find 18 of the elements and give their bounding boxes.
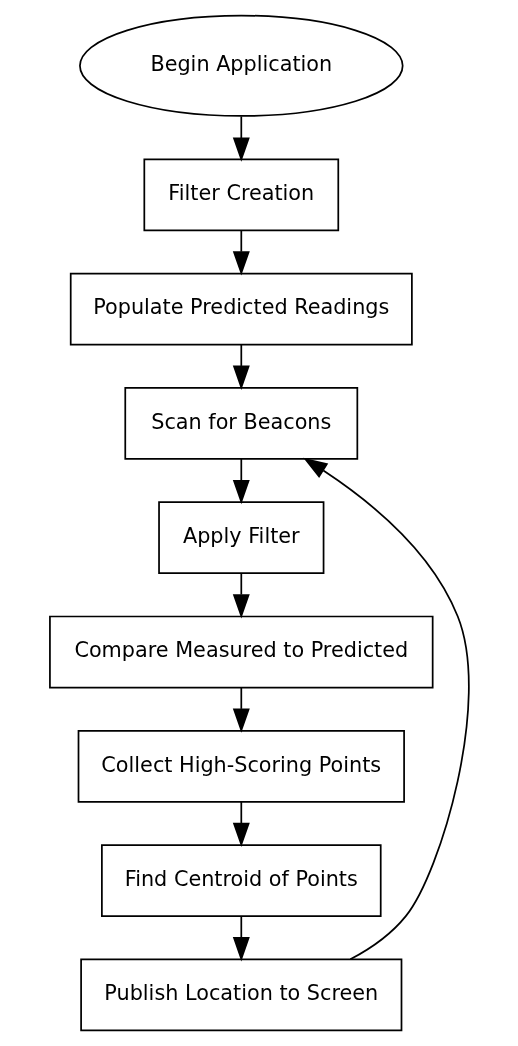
arrow	[302, 457, 470, 961]
arrow	[232, 801, 250, 848]
arrow	[232, 343, 250, 390]
node-box: Filter Creation	[142, 158, 339, 232]
node-box: Scan for Beacons	[123, 387, 358, 460]
node-box: Apply Filter	[157, 501, 324, 575]
node-ellipse: Begin Application	[78, 14, 404, 117]
arrow	[232, 458, 250, 505]
arrow	[232, 572, 250, 619]
node-box: Populate Predicted Readings	[69, 272, 413, 346]
arrow	[232, 115, 250, 162]
node-box: Compare Measured to Predicted	[48, 615, 434, 689]
node-box: Publish Location to Screen	[79, 958, 402, 1032]
arrow	[232, 686, 250, 733]
node-box: Collect High-Scoring Points	[77, 729, 405, 803]
arrow	[232, 915, 250, 962]
arrow	[232, 229, 250, 276]
node-box: Find Centroid of Points	[100, 844, 382, 917]
